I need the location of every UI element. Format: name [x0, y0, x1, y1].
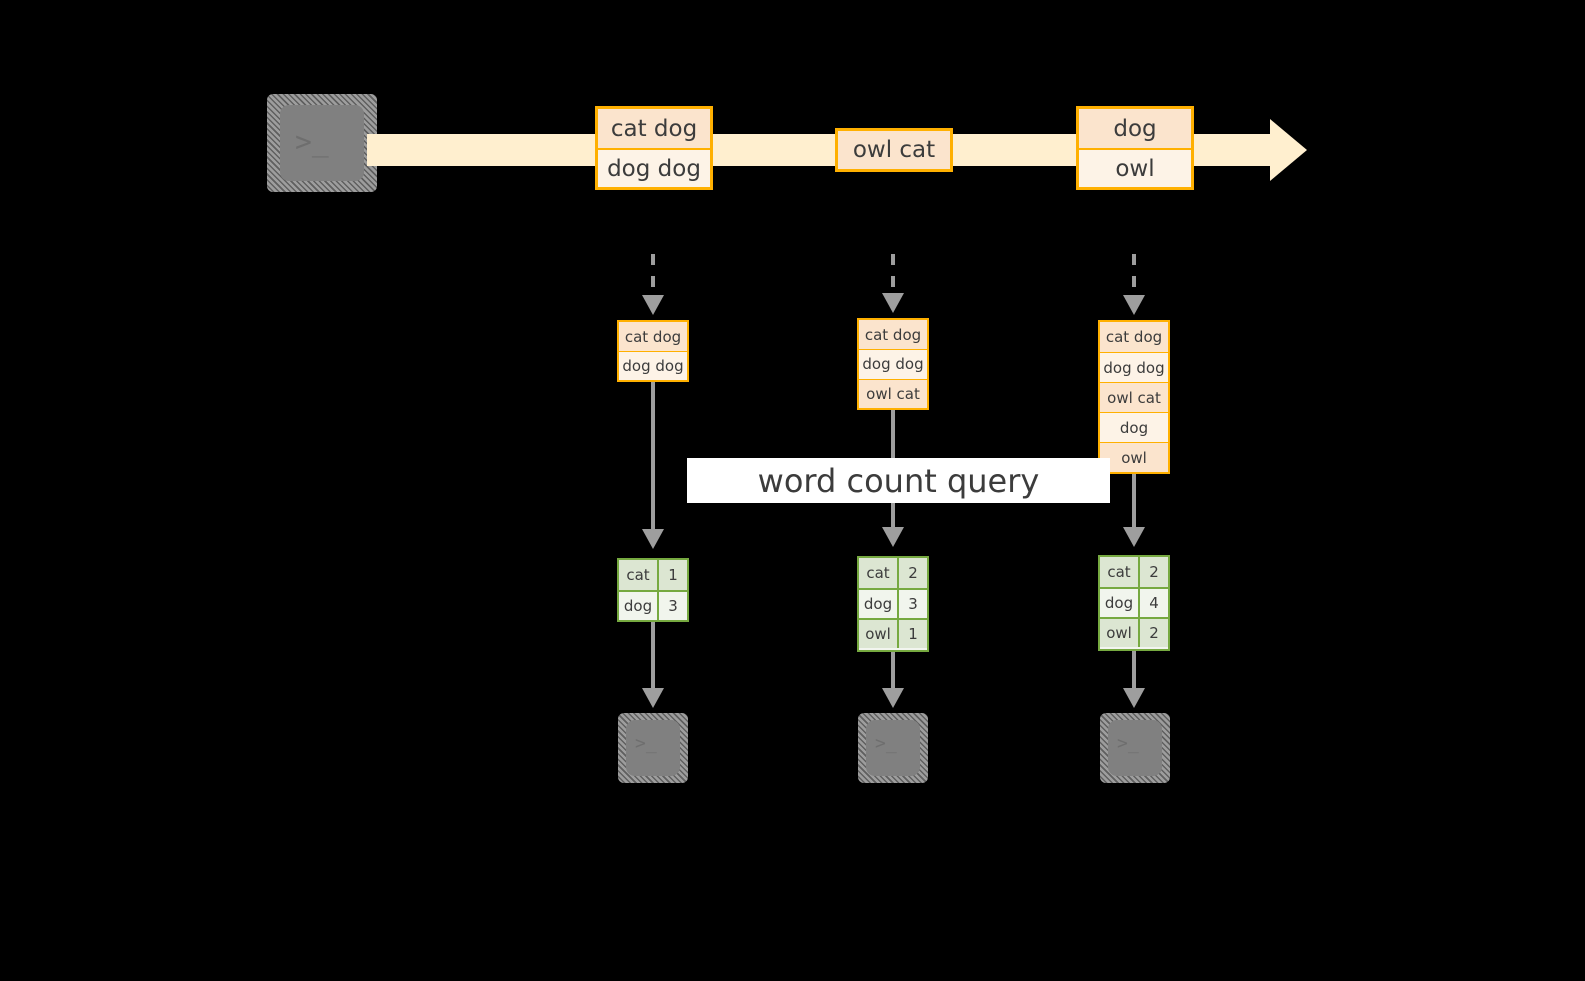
buffer-stack-1: cat dog dog dog — [617, 320, 689, 382]
buffer-row: owl cat — [1100, 382, 1168, 412]
sink-terminal-icon-1: >_ — [618, 713, 688, 783]
buffer-row: cat dog — [1100, 322, 1168, 352]
buffer-row: cat dog — [859, 320, 927, 350]
terminal-prompt-glyph: >_ — [875, 733, 897, 754]
terminal-prompt-glyph: >_ — [635, 733, 657, 754]
buffer-row: dog — [1100, 412, 1168, 442]
table-row: dog 3 — [619, 590, 687, 620]
sink-terminal-icon-3: >_ — [1100, 713, 1170, 783]
result-table-1: cat 1 dog 3 — [617, 558, 689, 622]
buffer-stack-3: cat dog dog dog owl cat dog owl — [1098, 320, 1170, 474]
record-line: owl — [1079, 148, 1191, 187]
result-count: 1 — [908, 625, 918, 643]
buffer-row: dog dog — [859, 349, 927, 379]
result-count: 4 — [1149, 594, 1159, 612]
connector-result-to-sink-3 — [1132, 651, 1136, 690]
result-count: 2 — [1149, 563, 1159, 581]
connector-stream-to-buffer-2 — [891, 254, 895, 296]
buffer-row: dog dog — [619, 351, 687, 380]
buffer-row: cat dog — [619, 322, 687, 351]
connector-arrow-head-icon — [882, 688, 904, 708]
table-row: dog 4 — [1100, 587, 1168, 617]
sink-terminal-icon-2: >_ — [858, 713, 928, 783]
result-word: cat — [1100, 557, 1140, 587]
stream-arrow-head-icon — [1270, 119, 1307, 181]
result-word: owl — [1100, 619, 1140, 647]
connector-stream-to-buffer-3 — [1132, 254, 1136, 298]
table-row: cat 2 — [1100, 557, 1168, 587]
buffer-row: dog dog — [1100, 352, 1168, 382]
stream-record-1: cat dog dog dog — [595, 106, 713, 190]
table-row: dog 3 — [859, 588, 927, 618]
result-count: 3 — [668, 597, 678, 615]
connector-stream-to-buffer-1 — [651, 254, 655, 298]
record-line: owl cat — [838, 131, 950, 169]
result-count: 1 — [668, 566, 678, 584]
buffer-row: owl — [1100, 442, 1168, 472]
buffer-stack-2: cat dog dog dog owl cat — [857, 318, 929, 410]
connector-arrow-head-icon — [1123, 527, 1145, 547]
stream-record-2: owl cat — [835, 128, 953, 172]
result-word: cat — [619, 560, 659, 590]
connector-arrow-head-icon — [642, 295, 664, 315]
table-row: owl 1 — [859, 618, 927, 648]
result-word: dog — [859, 590, 899, 618]
result-table-2: cat 2 dog 3 owl 1 — [857, 556, 929, 652]
result-word: owl — [859, 620, 899, 648]
connector-buffer-to-result-1 — [651, 382, 655, 532]
source-terminal-icon: >_ — [267, 94, 377, 192]
table-row: owl 2 — [1100, 617, 1168, 647]
terminal-prompt-glyph: >_ — [295, 125, 329, 158]
connector-arrow-head-icon — [882, 293, 904, 313]
result-count: 2 — [908, 564, 918, 582]
connector-arrow-head-icon — [642, 529, 664, 549]
result-count: 3 — [908, 595, 918, 613]
result-table-3: cat 2 dog 4 owl 2 — [1098, 555, 1170, 651]
connector-arrow-head-icon — [1123, 688, 1145, 708]
connector-arrow-head-icon — [882, 527, 904, 547]
terminal-face — [1108, 720, 1162, 776]
buffer-row: owl cat — [859, 378, 927, 408]
record-line: dog dog — [598, 148, 710, 187]
result-word: dog — [1100, 589, 1140, 617]
query-label-band: word count query — [687, 458, 1110, 503]
terminal-prompt-glyph: >_ — [1117, 733, 1139, 754]
stream-record-3: dog owl — [1076, 106, 1194, 190]
terminal-face — [280, 105, 364, 181]
connector-result-to-sink-1 — [651, 622, 655, 690]
record-line: cat dog — [598, 109, 710, 148]
table-row: cat 1 — [619, 560, 687, 590]
connector-arrow-head-icon — [642, 688, 664, 708]
terminal-face — [626, 720, 680, 776]
record-line: dog — [1079, 109, 1191, 148]
result-word: cat — [859, 558, 899, 588]
terminal-face — [866, 720, 920, 776]
result-count: 2 — [1149, 624, 1159, 642]
result-word: dog — [619, 592, 659, 620]
connector-arrow-head-icon — [1123, 295, 1145, 315]
query-label-text: word count query — [757, 461, 1040, 500]
connector-buffer-to-result-3 — [1132, 474, 1136, 530]
connector-result-to-sink-2 — [891, 652, 895, 690]
table-row: cat 2 — [859, 558, 927, 588]
